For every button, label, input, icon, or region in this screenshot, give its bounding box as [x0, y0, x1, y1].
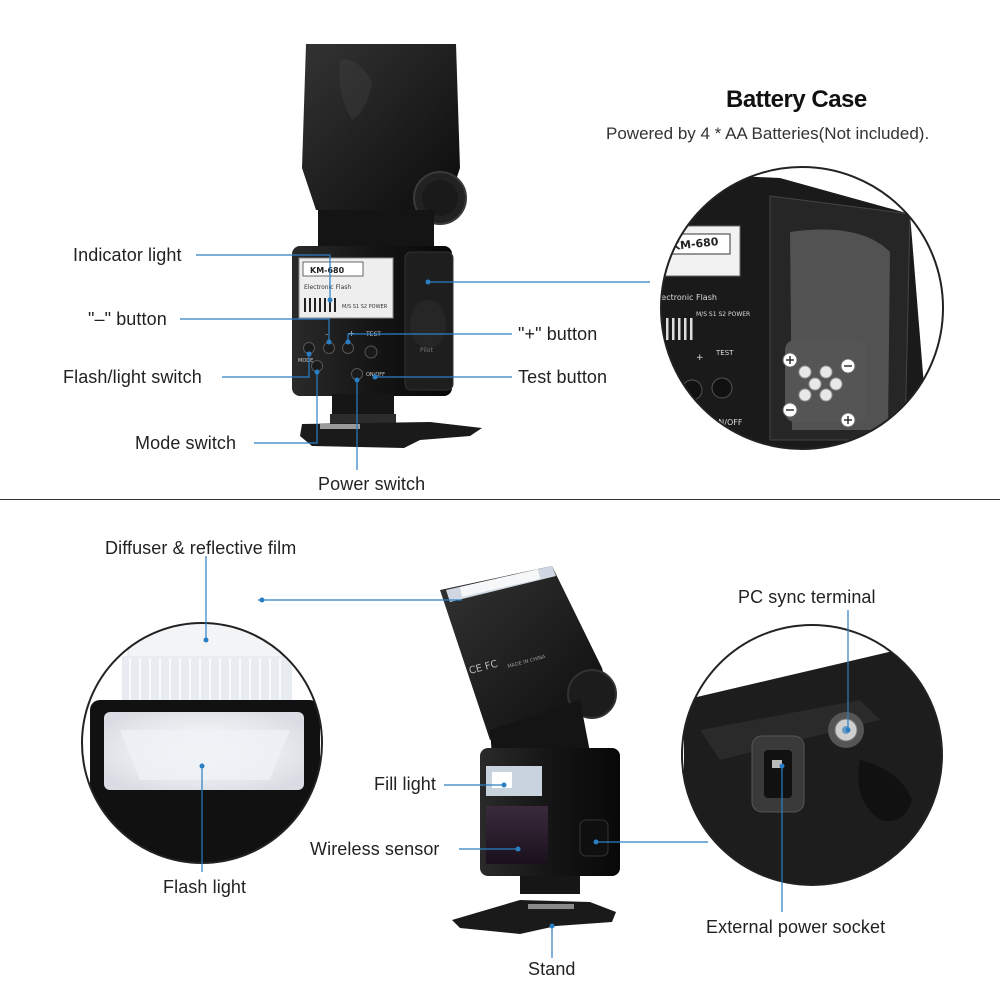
- svg-text:+: +: [696, 353, 704, 363]
- label-minus-button: "–" button: [88, 309, 167, 329]
- svg-text:M/S S1 S2 POWER: M/S S1 S2 POWER: [342, 304, 388, 310]
- svg-text:TEST: TEST: [715, 349, 734, 357]
- leader-mode-switch: [254, 372, 318, 444]
- label-flash-light-switch: Flash/light switch: [63, 367, 202, 387]
- label-wireless-sensor: Wireless sensor: [310, 839, 440, 859]
- svg-text:KM-680: KM-680: [671, 235, 719, 253]
- label-stand: Stand: [528, 959, 576, 979]
- flash-head: [302, 44, 460, 210]
- svg-text:Pilot: Pilot: [420, 347, 433, 354]
- label-fill-light: Fill light: [374, 774, 437, 794]
- battery-case-detail: KM-680 Electronic Flash M/S S1 S2 POWER …: [654, 166, 944, 450]
- flash-light-detail: [81, 622, 323, 864]
- label-pc-sync-terminal: PC sync terminal: [738, 587, 876, 607]
- level-bars: [304, 298, 336, 312]
- leader-plus-button: [347, 333, 512, 342]
- svg-text:KM-680: KM-680: [310, 266, 345, 275]
- leader-indicator-light: [196, 254, 331, 300]
- section-divider: [0, 499, 1000, 500]
- wireless-sensor-window: [486, 806, 548, 864]
- leader-dots: [199, 279, 851, 929]
- battery-case-title: Battery Case: [726, 86, 867, 113]
- label-test-button: Test button: [518, 367, 608, 387]
- svg-text:ON/OFF: ON/OFF: [712, 418, 743, 427]
- pc-sync-detail: [681, 624, 943, 886]
- label-mode-switch: Mode switch: [135, 433, 237, 453]
- leader-flash-light-switch: [222, 354, 310, 378]
- svg-text:MODE: MODE: [298, 358, 313, 364]
- label-plus-button: "+" button: [518, 324, 598, 344]
- label-indicator-light: Indicator light: [73, 245, 182, 265]
- label-diffuser: Diffuser & reflective film: [105, 538, 297, 558]
- label-external-power-socket: External power socket: [706, 917, 886, 937]
- bottom-foot: [452, 900, 616, 934]
- svg-text:Electronic Flash: Electronic Flash: [304, 284, 351, 291]
- leader-minus-button: [180, 318, 330, 342]
- flash-unit-bottom: CE FC MADE IN CHINA: [440, 566, 620, 934]
- rubber-cap: [858, 760, 912, 822]
- leader-lines: [180, 254, 849, 958]
- label-flash-light: Flash light: [163, 877, 247, 897]
- svg-text:Electronic Flash: Electronic Flash: [654, 293, 717, 302]
- svg-text:–: –: [325, 330, 329, 338]
- svg-text:M/S S1 S2 POWER: M/S S1 S2 POWER: [696, 311, 750, 318]
- flash-unit-top: Pilot KM-680 Electronic Flash M/S S1 S2 …: [292, 44, 482, 448]
- test-button-knob: [364, 345, 378, 359]
- label-power-switch: Power switch: [318, 474, 426, 494]
- flash-head-tilted: [440, 566, 608, 740]
- battery-case-subtitle: Powered by 4 * AA Batteries(Not included…: [606, 124, 930, 143]
- external-power-port: [579, 819, 609, 857]
